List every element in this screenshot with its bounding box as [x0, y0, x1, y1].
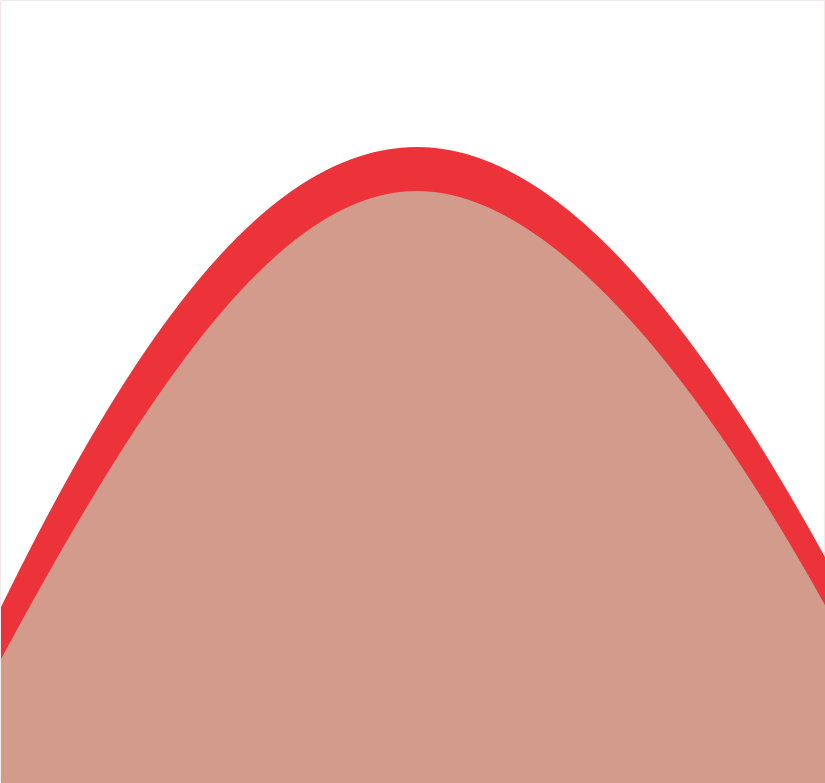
- bell-curve-inner-area: [1, 191, 825, 783]
